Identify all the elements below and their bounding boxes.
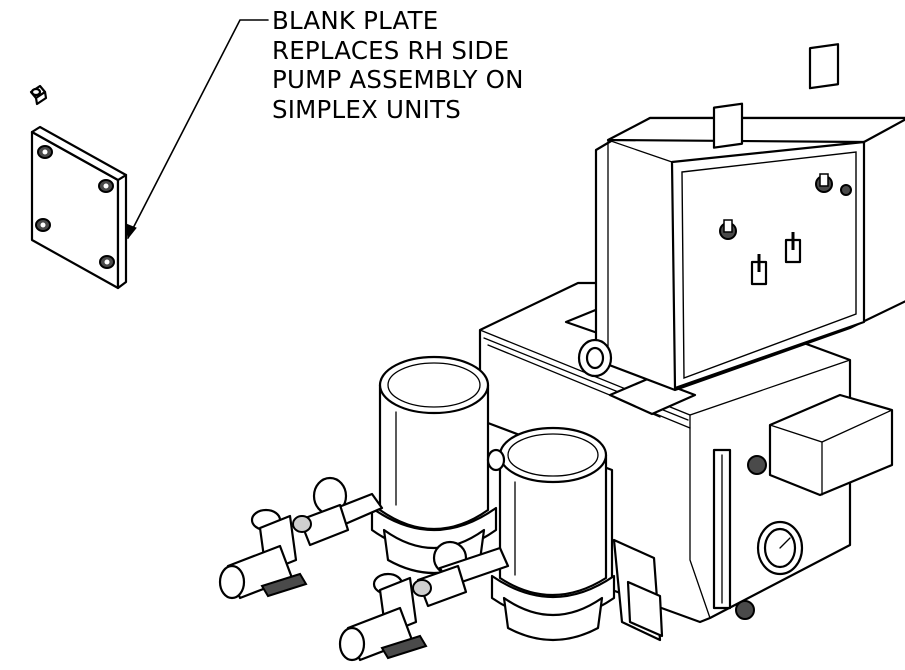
selector-switch <box>808 43 852 196</box>
callout-line: SIMPLEX UNITS <box>272 94 461 124</box>
sight-glass <box>712 448 767 620</box>
callout-line: BLANK PLATE <box>272 6 439 35</box>
blank-plate <box>30 125 128 290</box>
pump-flange <box>486 448 664 642</box>
plug-fitting <box>29 84 48 106</box>
toggle-switch <box>750 232 802 286</box>
tank-fitting <box>577 338 613 378</box>
plate-bolt <box>35 145 115 269</box>
callout-line: REPLACES RH SIDE <box>272 35 510 65</box>
callout-note: BLANK PLATE REPLACES RH SIDE PUMP ASSEMB… <box>272 6 524 124</box>
discharge-pipe <box>218 476 384 600</box>
selector-switch <box>712 102 744 240</box>
leader-arrow <box>125 19 269 240</box>
junction-box <box>768 393 894 497</box>
pump-motor <box>490 426 616 642</box>
discharge-pipe <box>338 540 510 662</box>
callout-line: PUMP ASSEMBLY ON <box>272 65 524 94</box>
pump-motor <box>370 355 498 574</box>
pressure-gauge <box>756 520 804 576</box>
control-box <box>594 43 905 392</box>
